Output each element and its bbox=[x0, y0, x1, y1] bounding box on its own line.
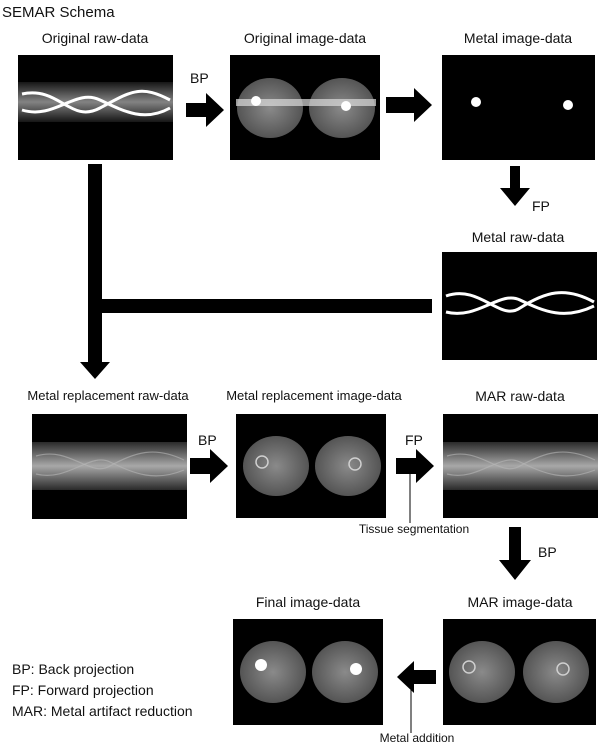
label-mar-raw-data: MAR raw-data bbox=[475, 388, 565, 404]
legend-mar: MAR: Metal artifact reduction bbox=[12, 703, 193, 719]
annotation-tissue-segmentation: Tissue segmentation bbox=[359, 522, 469, 536]
label-final-image-data: Final image-data bbox=[256, 594, 360, 610]
legend-bp: BP: Back projection bbox=[12, 661, 134, 677]
label-metal-image-data: Metal image-data bbox=[464, 30, 572, 46]
legend-fp: FP: Forward projection bbox=[12, 682, 154, 698]
step-bp-1: BP bbox=[190, 70, 209, 86]
label-original-raw-data: Original raw-data bbox=[42, 30, 149, 46]
metal-image-data-image bbox=[442, 55, 595, 160]
original-image-data-image bbox=[230, 55, 380, 160]
metal-replacement-raw-data-image bbox=[32, 414, 187, 519]
label-metal-raw-data: Metal raw-data bbox=[472, 229, 565, 245]
arrow-fp-2 bbox=[396, 449, 434, 483]
original-raw-data-image bbox=[18, 55, 173, 160]
schema-title: SEMAR Schema bbox=[2, 4, 115, 21]
arrow-bp-1 bbox=[186, 93, 224, 127]
annotation-metal-addition: Metal addition bbox=[380, 731, 455, 745]
label-original-image-data: Original image-data bbox=[244, 30, 366, 46]
label-metal-replacement-raw-data: Metal replacement raw-data bbox=[27, 388, 189, 403]
arrow-metal-segmentation bbox=[386, 88, 432, 122]
metal-raw-data-image bbox=[442, 252, 597, 360]
arrow-bp-3 bbox=[499, 527, 531, 580]
arrow-bp-2 bbox=[190, 449, 228, 483]
mar-raw-data-image bbox=[443, 414, 598, 518]
metal-replacement-image-data-image bbox=[236, 414, 386, 518]
arrow-metal-addition bbox=[397, 661, 436, 693]
label-mar-image-data: MAR image-data bbox=[467, 594, 572, 610]
mar-image-data-image bbox=[443, 619, 596, 725]
arrow-interpolation-path bbox=[80, 164, 432, 379]
legend: BP: Back projection FP: Forward projecti… bbox=[12, 661, 193, 719]
label-metal-replacement-image-data: Metal replacement image-data bbox=[226, 388, 402, 403]
step-fp-2: FP bbox=[405, 432, 423, 448]
step-bp-2: BP bbox=[198, 432, 217, 448]
step-fp-1: FP bbox=[532, 198, 550, 214]
step-bp-3: BP bbox=[538, 544, 557, 560]
final-image-data-image bbox=[233, 619, 383, 725]
arrow-fp-1 bbox=[500, 166, 530, 206]
